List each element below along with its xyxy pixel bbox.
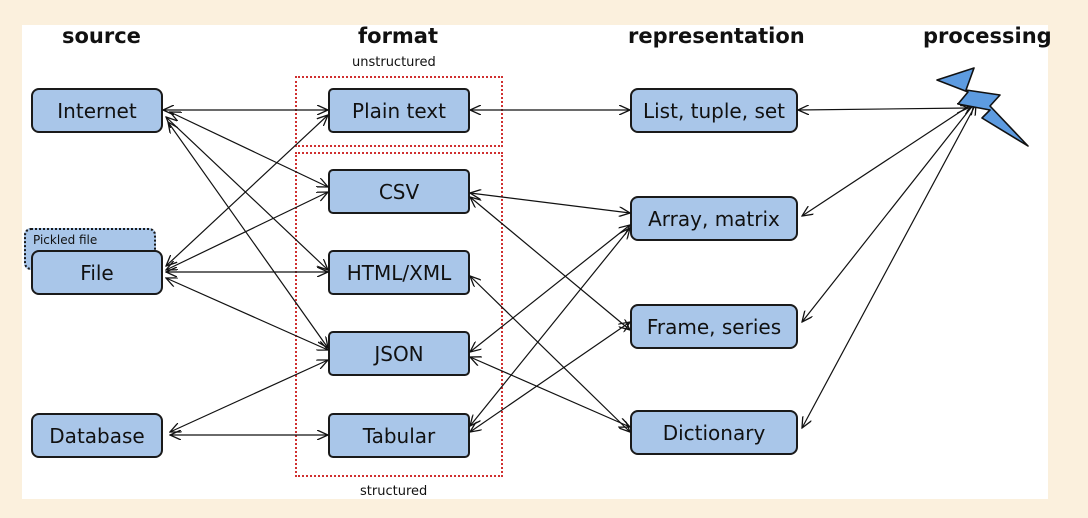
label-unstructured: unstructured	[352, 55, 436, 70]
repr-list: List, tuple, set	[630, 88, 798, 133]
header-format: format	[358, 24, 439, 48]
source-file: File	[31, 250, 163, 295]
format-tabular: Tabular	[328, 413, 470, 458]
header-source: source	[62, 24, 141, 48]
header-representation: representation	[628, 24, 805, 48]
format-html-xml: HTML/XML	[328, 250, 470, 295]
connector-arrow-18	[470, 322, 630, 432]
connector-arrow-22	[802, 104, 976, 428]
repr-array: Array, matrix	[630, 196, 798, 241]
connector-arrow-8	[166, 278, 328, 350]
connector-arrow-9	[170, 360, 328, 432]
header-processing: processing	[923, 24, 1052, 48]
format-plain-text: Plain text	[328, 88, 470, 133]
repr-frame: Frame, series	[630, 304, 798, 349]
repr-dictionary: Dictionary	[630, 410, 798, 455]
source-database: Database	[31, 413, 163, 458]
label-structured: structured	[360, 484, 428, 499]
format-csv: CSV	[328, 169, 470, 214]
connector-arrow-6	[166, 192, 328, 270]
